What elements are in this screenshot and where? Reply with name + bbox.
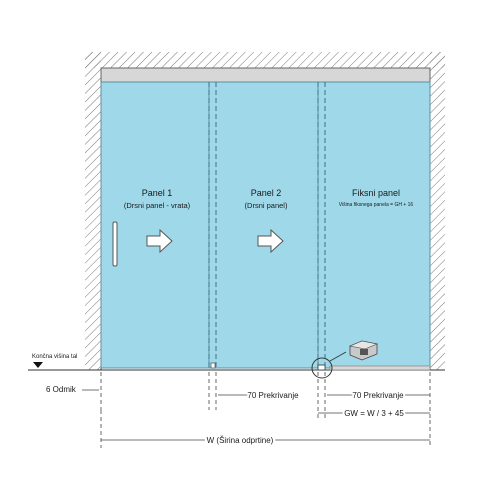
- floor-guide-fitting-top: [348, 340, 379, 350]
- overlap-1-label: 70 Prekrivanje: [247, 391, 299, 400]
- top-track: [100, 67, 431, 83]
- wall-top-hatch: [85, 52, 445, 68]
- fixed-panel-height-note: Višina fiksnega panela = GH + 16: [339, 202, 414, 208]
- fixed-panel-glass: [317, 81, 431, 369]
- floor-guide-fitting-slot: [360, 349, 368, 355]
- bottom-guide-1: [210, 362, 216, 369]
- offset-label: 6 Odmik: [46, 385, 77, 394]
- width-label: W (Širina odprtine): [207, 436, 274, 445]
- gw-formula-label: GW = W / 3 + 45: [344, 409, 404, 418]
- panel-2-title: Panel 2: [251, 188, 282, 198]
- handle-icon: [112, 221, 118, 267]
- glass-panels: [100, 81, 431, 369]
- bottom-guide-2: [317, 364, 326, 371]
- arrow-right-icon: [146, 228, 173, 254]
- fixed-panel-title: Fiksni panel: [352, 188, 400, 198]
- floor-level-label: Končna višina tal: [32, 354, 77, 360]
- floor-marker-icon: [33, 362, 43, 368]
- panel-1-subtitle: (Drsni panel - vrata): [124, 201, 191, 210]
- detail-zoom-icon: [311, 340, 379, 379]
- detail-circle: [311, 357, 333, 379]
- panel-2-subtitle: (Drsni panel): [245, 201, 288, 210]
- wall-right-hatch: [430, 52, 445, 370]
- panel-1-title: Panel 1: [142, 188, 173, 198]
- floor-strip: [329, 365, 431, 371]
- panel-1-glass: [100, 81, 214, 369]
- panel-2-glass: [208, 81, 324, 369]
- detail-leader: [329, 351, 347, 362]
- wall-left-hatch: [85, 52, 101, 370]
- overlap-2-label: 70 Prekrivanje: [352, 391, 404, 400]
- arrow-right-icon: [257, 228, 284, 254]
